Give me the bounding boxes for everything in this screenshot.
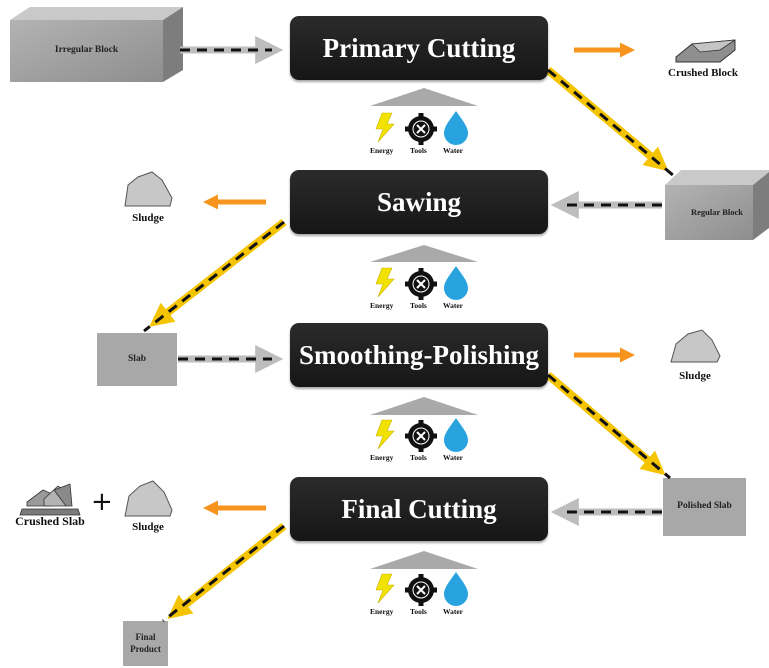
sludge-icon-2 (670, 329, 721, 363)
crushed-block-icon (675, 39, 736, 63)
tools-icon (405, 574, 437, 606)
energy-icon (375, 573, 395, 604)
plus-sign: + (91, 487, 113, 517)
energy-label: Energy (370, 146, 394, 155)
water-icon (444, 266, 468, 300)
crushed-slab-icon (19, 483, 81, 516)
crushed-slab-label: Crushed Slab (15, 514, 85, 528)
process-smoothing-polishing: Smoothing-Polishing (290, 323, 548, 387)
energy-icon (375, 112, 395, 143)
resource-group-2 (370, 245, 478, 300)
process-final-cutting: Final Cutting (290, 477, 548, 541)
tools-label: Tools (410, 146, 427, 155)
final-product-text: Final Product (130, 632, 161, 654)
regular-block-label: Regular Block (690, 207, 744, 218)
water-label: Water (443, 453, 463, 462)
slab-box (97, 333, 177, 386)
water-icon (444, 572, 468, 606)
process-label: Smoothing-Polishing (298, 339, 540, 370)
tools-icon (405, 420, 437, 452)
tools-icon (405, 268, 437, 300)
resource-group-1 (370, 88, 478, 145)
gray-input-arrows (178, 36, 662, 526)
irregular-block-icon (10, 7, 183, 82)
resource-group-4 (370, 551, 478, 606)
energy-label: Energy (370, 607, 394, 616)
irregular-block-label: Irregular Block (54, 45, 119, 56)
polished-slab-label: Polished Slab (663, 478, 746, 536)
orange-waste-arrows (203, 42, 635, 516)
tools-label: Tools (410, 607, 427, 616)
yellow-product-arrows (143, 66, 675, 623)
tools-label: Tools (410, 453, 427, 462)
crushed-block-label: Crushed Block (668, 67, 738, 79)
tools-icon (405, 113, 437, 145)
process-label: Primary Cutting (322, 32, 516, 63)
resource-input-wedge (370, 397, 478, 415)
water-label: Water (443, 607, 463, 616)
water-icon (444, 418, 468, 452)
sludge-label-3: Sludge (132, 521, 164, 533)
energy-label: Energy (370, 453, 394, 462)
sludge-label-1: Sludge (132, 212, 164, 224)
process-label: Final Cutting (341, 493, 497, 524)
water-icon (444, 111, 468, 145)
energy-label: Energy (370, 301, 394, 310)
process-label: Sawing (376, 186, 462, 217)
resource-input-wedge (370, 551, 478, 569)
water-label: Water (443, 301, 463, 310)
energy-icon (375, 419, 395, 450)
resource-input-wedge (370, 88, 478, 106)
tools-label: Tools (410, 301, 427, 310)
resource-input-wedge (370, 245, 478, 262)
polished-slab-text: Polished Slab (677, 501, 732, 512)
sludge-label-2: Sludge (679, 370, 711, 382)
regular-block-icon (665, 170, 769, 240)
sludge-icon-3 (124, 480, 173, 517)
process-sawing: Sawing (290, 170, 548, 234)
resource-group-3 (370, 397, 478, 452)
process-primary-cutting: Primary Cutting (290, 16, 548, 80)
sludge-icon-1 (124, 171, 173, 207)
final-product-box (123, 621, 168, 666)
water-label: Water (443, 146, 463, 155)
slab-label: Slab (128, 353, 146, 364)
energy-icon (375, 267, 395, 298)
final-product-label: Final Product (123, 621, 168, 666)
polished-slab-box (663, 478, 746, 536)
